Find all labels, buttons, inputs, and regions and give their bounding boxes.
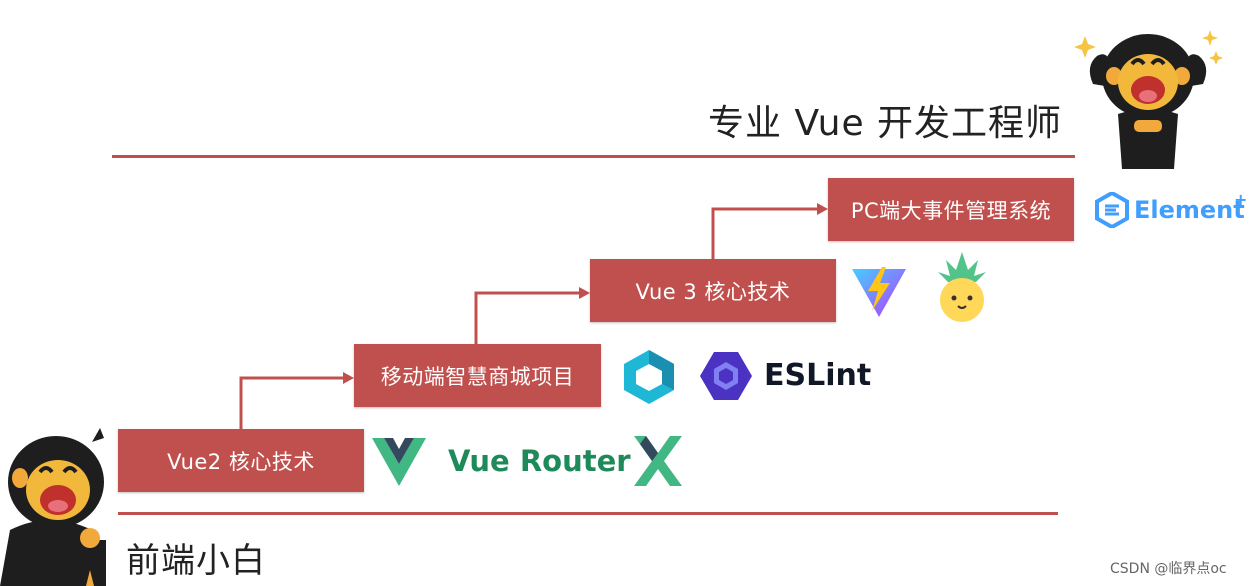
top-divider xyxy=(112,155,1075,158)
vant-logo-icon xyxy=(624,350,674,404)
bottom-divider xyxy=(118,512,1058,515)
step-mobile-mall: 移动端智慧商城项目 xyxy=(354,344,601,407)
top-label: 专业 Vue 开发工程师 xyxy=(708,103,1063,144)
arrowhead-3 xyxy=(817,203,828,215)
eslint-logo-text: ESLint xyxy=(764,358,872,393)
connector-2 xyxy=(474,291,582,345)
arrowhead-1 xyxy=(343,372,354,384)
connector-3 xyxy=(711,207,819,260)
vue-router-logo: Vue Router xyxy=(448,444,631,478)
step-pc-system: PC端大事件管理系统 xyxy=(828,178,1074,241)
arrowhead-2 xyxy=(579,287,590,299)
eslint-logo-icon xyxy=(700,352,752,400)
vuex-logo-icon xyxy=(634,436,682,486)
vue-logo-icon xyxy=(372,438,426,486)
step-vue3-core: Vue 3 核心技术 xyxy=(590,259,836,322)
mascot-bottom-left-icon xyxy=(0,420,112,586)
connector-1 xyxy=(239,376,345,430)
pinia-logo-icon xyxy=(936,252,988,322)
vite-logo-icon xyxy=(852,267,906,317)
element-logo-plus: + xyxy=(1234,190,1248,209)
bottom-label: 前端小白 xyxy=(126,541,266,581)
watermark: CSDN @临界点oc xyxy=(1110,561,1227,577)
mascot-top-right-icon xyxy=(1068,14,1228,174)
element-logo-icon xyxy=(1094,192,1130,228)
step-vue2-core: Vue2 核心技术 xyxy=(118,429,364,492)
element-logo-text: Element xyxy=(1134,196,1245,224)
